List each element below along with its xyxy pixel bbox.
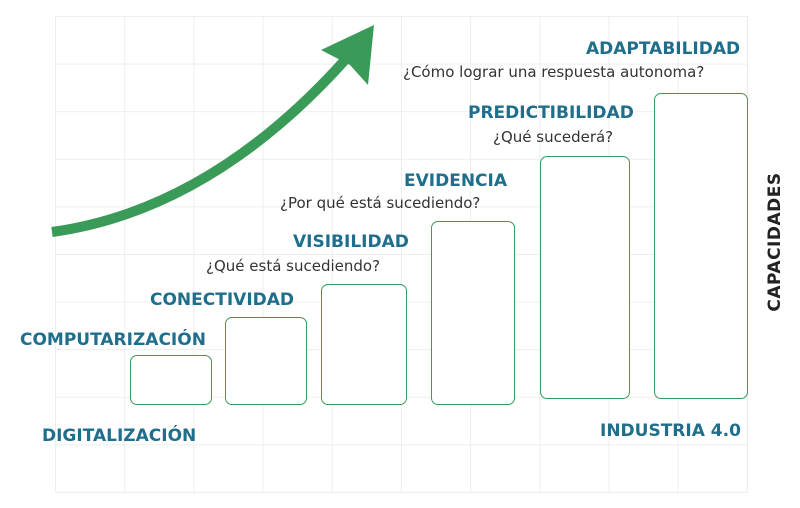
stage-question: ¿Qué está sucediendo?	[206, 257, 381, 275]
stage-question: ¿Qué sucederá?	[493, 128, 614, 146]
stage-title: COMPUTARIZACIÓN	[20, 330, 206, 350]
stage-title: DIGITALIZACIÓN	[42, 426, 197, 446]
stage-title: CONECTIVIDAD	[150, 290, 295, 310]
step-box-predictibilidad	[540, 156, 630, 399]
step-box-adaptabilidad	[654, 93, 748, 399]
axis-label: CAPACIDADES	[765, 172, 785, 312]
background-grid	[55, 16, 748, 493]
step-box-visibilidad	[321, 284, 407, 405]
end-label: INDUSTRIA 4.0	[600, 421, 741, 441]
stage-title: EVIDENCIA	[404, 171, 508, 191]
step-box-computarizacion	[130, 355, 212, 405]
stage-question: ¿Por qué está sucediendo?	[280, 194, 481, 212]
stage-question: ¿Cómo lograr una respuesta autonoma?	[403, 63, 705, 81]
step-box-evidencia	[431, 221, 515, 405]
stage-title: PREDICTIBILIDAD	[468, 103, 634, 123]
stage-title: VISIBILIDAD	[293, 232, 409, 252]
stage-title: ADAPTABILIDAD	[586, 39, 741, 59]
step-box-conectividad	[225, 317, 307, 405]
